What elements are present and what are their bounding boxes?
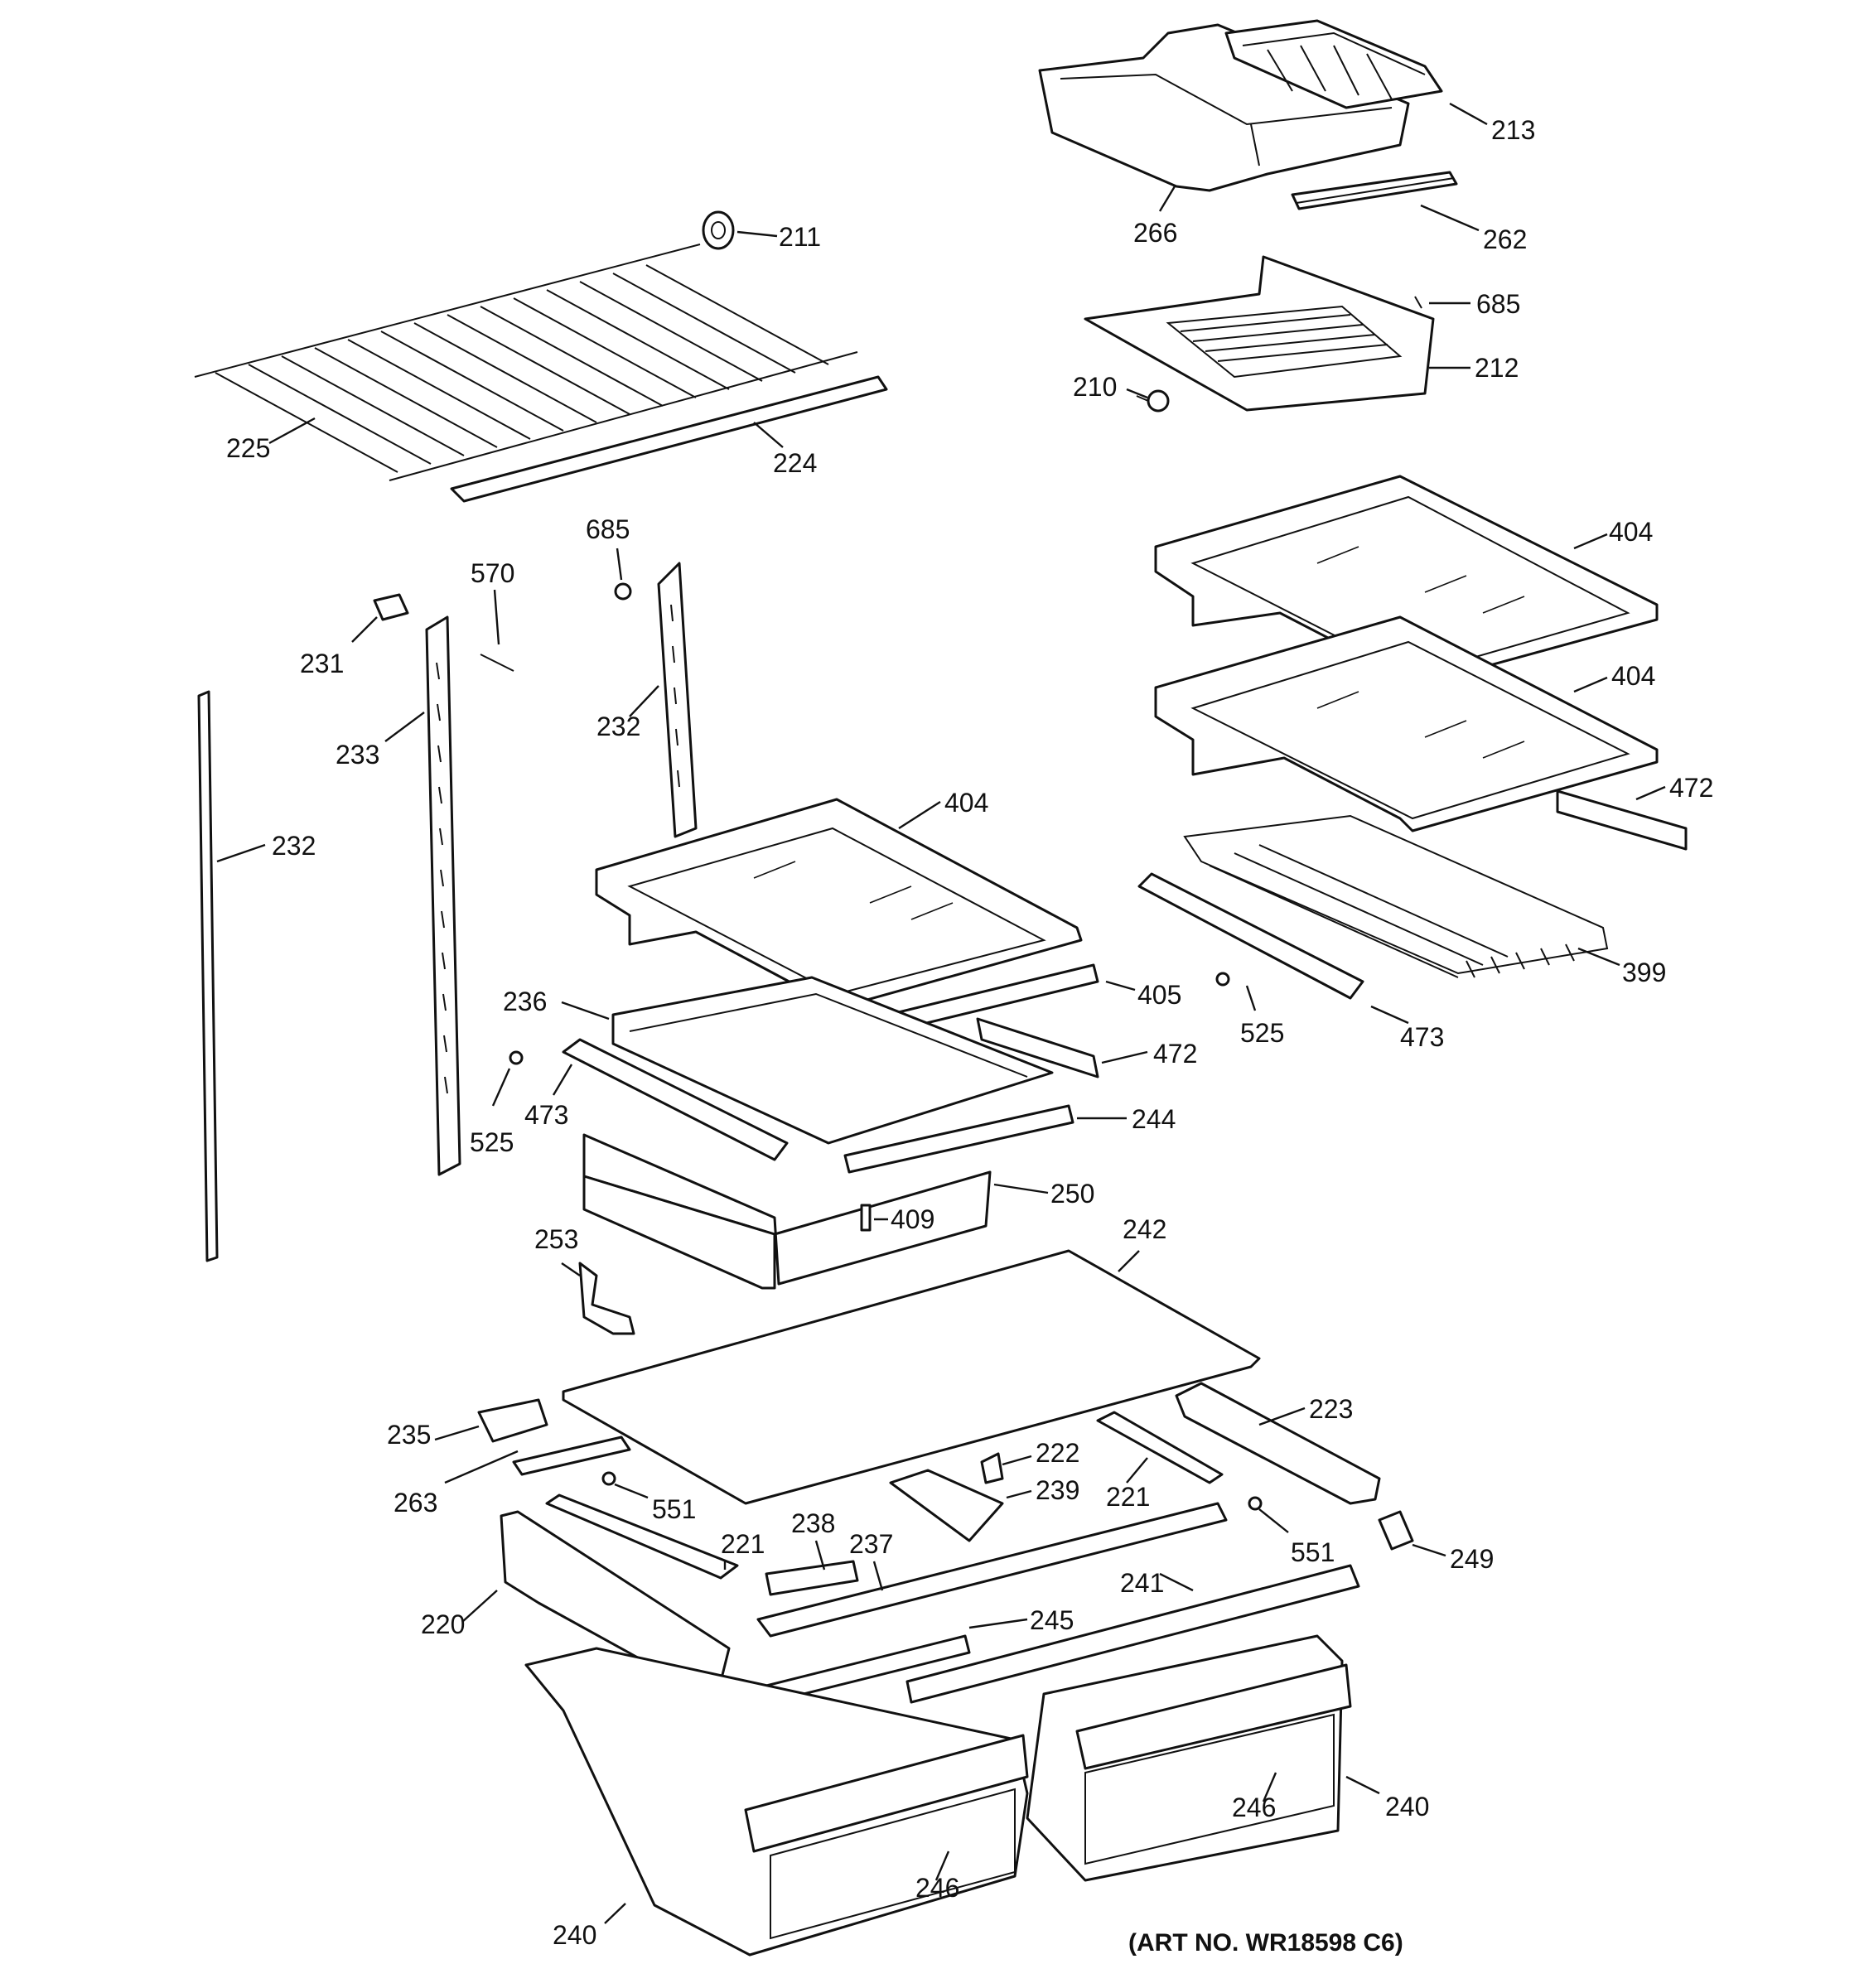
screw-685-left [614,582,632,601]
label-249: 249 [1450,1544,1494,1574]
label-472-right: 472 [1669,773,1713,803]
cap-211 [702,210,735,250]
bin-support-262 [1291,171,1458,210]
label-405: 405 [1137,980,1181,1010]
label-213: 213 [1491,115,1535,145]
stud-685-top [1414,296,1422,309]
label-221-left: 221 [721,1529,765,1559]
art-number: (ART NO. WR18598 C6) [1128,1929,1403,1957]
cover-237 [756,1502,1228,1638]
bracket-235 [477,1398,548,1443]
shelf-trim-224 [450,375,888,503]
label-263: 263 [394,1488,437,1518]
pan-cover-236 [611,976,1054,1145]
glass-shelf-404-center [595,798,1083,1012]
label-409 [860,1204,872,1232]
label-472-center: 472 [1153,1039,1197,1069]
label-241: 241 [1120,1568,1164,1598]
slide-221-left [545,1493,739,1580]
label-220: 220 [421,1609,465,1639]
knob-210 [1136,389,1170,413]
trim-244 [843,1104,1074,1174]
label-222: 222 [1036,1438,1079,1468]
label-253: 253 [534,1224,578,1254]
screw-551-left [601,1471,616,1486]
wire-shelf-225 [194,244,858,481]
label-246-left: 246 [915,1873,959,1903]
label-404-top: 404 [1609,517,1653,547]
screw-525-left [509,1050,524,1065]
label-685-top: 685 [1476,289,1520,319]
glass-shelf-404-middle [1154,615,1659,832]
label-570: 570 [471,558,514,588]
clip-222 [980,1452,1004,1484]
slide-473-right [1137,872,1364,1000]
label-231: 231 [300,649,344,678]
label-551-left: 551 [652,1494,696,1524]
glass-panel-242 [562,1249,1261,1505]
label-262: 262 [1483,224,1527,254]
screw-551-right [1248,1496,1263,1511]
label-240-right: 240 [1385,1792,1429,1822]
bracket-253 [578,1262,635,1335]
label-525-left: 525 [470,1127,514,1157]
label-223: 223 [1309,1394,1353,1424]
label-238 [765,1560,859,1596]
slide-221-right [1096,1411,1224,1484]
drawer-240-left [524,1647,1029,1957]
bracket-263 [512,1436,631,1476]
label-473-center: 473 [524,1100,568,1130]
label-235: 235 [387,1420,431,1450]
wire-basket-399 [1183,814,1609,978]
label-225: 225 [226,433,270,463]
label-212: 212 [1475,353,1519,383]
callouts: 211 213 266 262 685 210 212 225 224 685 … [216,102,1713,1957]
label-238: 238 [791,1508,835,1538]
label-404-middle: 404 [1611,661,1655,691]
clip-231 [373,593,409,621]
screw-525-right [1215,972,1230,987]
slide-473-center [562,1038,789,1161]
label-409: 409 [891,1204,934,1234]
label-250: 250 [1050,1179,1094,1209]
label-236: 236 [503,987,547,1016]
shelf-ladder-233 [425,615,461,1176]
shelf-ladder-232-center [657,562,698,838]
screw-570 [480,654,514,672]
label-473-right: 473 [1400,1022,1444,1052]
label-210: 210 [1073,372,1117,402]
label-266: 266 [1133,218,1177,248]
label-232-center: 232 [596,712,640,741]
label-551-right: 551 [1291,1537,1335,1567]
label-240-left: 240 [553,1920,596,1950]
label-404-center: 404 [944,788,988,818]
label-242: 242 [1123,1214,1166,1244]
label-211: 211 [779,222,821,252]
label-685-left: 685 [586,514,630,544]
shelf-ladder-232-left [197,690,219,1262]
label-221-right: 221 [1106,1482,1150,1512]
slide-223 [1175,1382,1381,1505]
label-245: 245 [1030,1605,1074,1635]
ice-tray-213 [1224,19,1443,109]
label-237: 237 [849,1529,893,1559]
label-244: 244 [1132,1104,1176,1134]
stop-249 [1378,1510,1414,1551]
label-239: 239 [1036,1475,1079,1505]
label-525-right: 525 [1240,1018,1284,1048]
slide-472-right [1556,789,1688,851]
label-232-left: 232 [272,831,316,861]
label-224: 224 [773,448,817,478]
cover-241 [905,1564,1360,1704]
label-399: 399 [1622,958,1666,987]
slide-472-center [976,1017,1099,1078]
label-246-right: 246 [1232,1793,1276,1822]
drawer-240-right [1026,1634,1352,1882]
label-233: 233 [336,740,379,770]
pan-250 [582,1133,992,1290]
freezer-rack-212 [1084,255,1435,412]
bracket-239 [889,1469,1004,1542]
